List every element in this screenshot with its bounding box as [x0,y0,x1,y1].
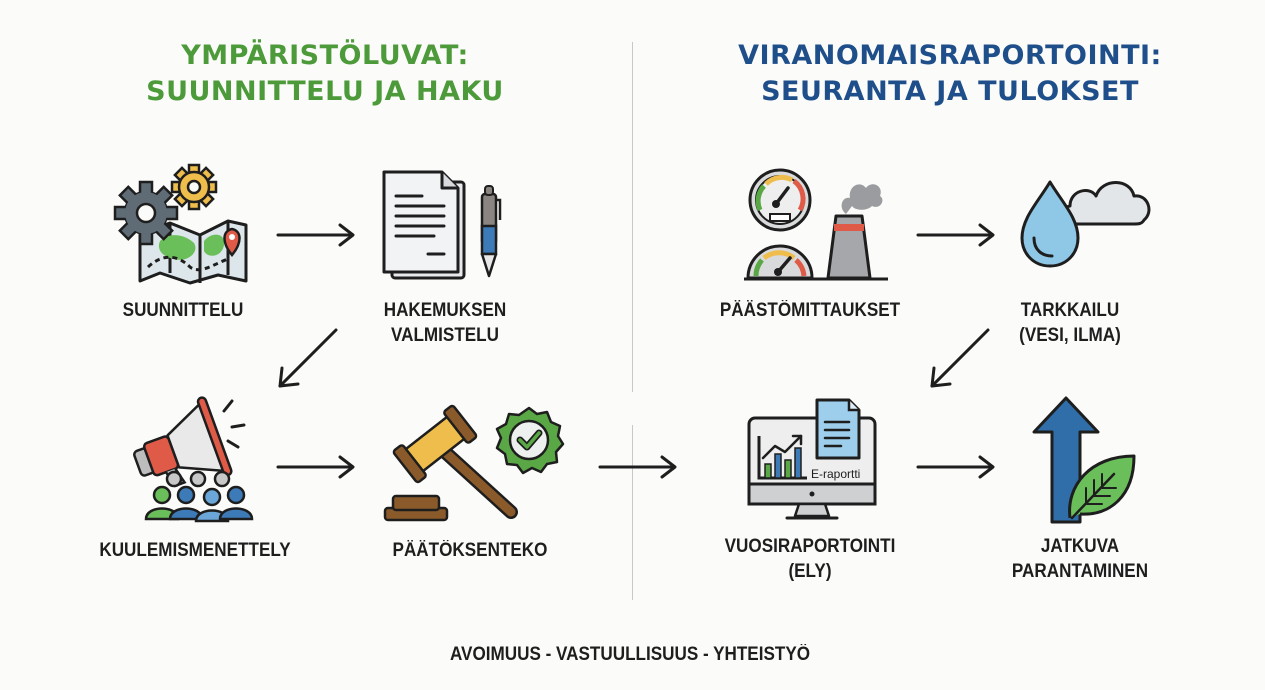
right-title-line2: SEURANTA JA TULOKSET [761,76,1139,107]
document-pen-icon [380,168,510,286]
footer-values: AVOIMUUS - VASTUULLISUUS - YHTEISTYÖ [449,644,811,665]
gavel-approval-icon [383,400,568,524]
section-divider-bottom [632,425,633,600]
left-title-line2: SUUNNITTELU JA HAKU [146,76,504,107]
step-label-paatoksenteko: PÄÄTÖKSENTEKO [392,540,548,561]
right-section-title: VIRANOMAISRAPORTOINTI: SEURANTA JA TULOK… [690,38,1210,110]
step-label-kuulemismenettely: KUULEMISMENETTELY [99,540,291,561]
gears-map-icon [108,163,258,288]
step-label-paastomittaukset: PÄÄSTÖMITTAUKSET [719,300,901,321]
screen-text: E-raportti [811,467,860,481]
left-title-line1: YMPÄRISTÖLUVAT: [181,40,469,71]
step-label-vuosiraportointi: VUOSIRAPORTOINTI (ELY) [724,536,896,582]
arrow-right-icon [276,455,355,479]
gauges-chimney-icon [742,166,892,286]
left-section-title: YMPÄRISTÖLUVAT: SUUNNITTELU JA HAKU [100,38,550,110]
step-label-suunnittelu: SUUNNITTELU [122,300,244,321]
megaphone-people-icon [128,395,268,523]
arrow-up-leaf-icon [1030,396,1140,524]
arrow-right-icon [916,455,995,479]
arrow-right-icon [598,455,677,479]
step-label-jatkuva-parantaminen: JATKUVA PARANTAMINEN [1011,536,1149,582]
step-label-hakemuksen-valmistelu: HAKEMUKSEN VALMISTELU [383,300,507,346]
arrow-right-icon [916,223,995,247]
section-divider-top [632,42,633,392]
right-title-line1: VIRANOMAISRAPORTOINTI: [738,40,1162,71]
step-label-tarkkailu: TARKKAILU (VESI, ILMA) [1019,300,1121,346]
arrow-right-icon [276,223,355,247]
monitor-report-icon: E-raportti [745,396,880,524]
arrow-down-left-icon [278,328,338,388]
arrow-down-left-icon [930,328,990,388]
water-drop-cloud-icon [1018,168,1158,288]
